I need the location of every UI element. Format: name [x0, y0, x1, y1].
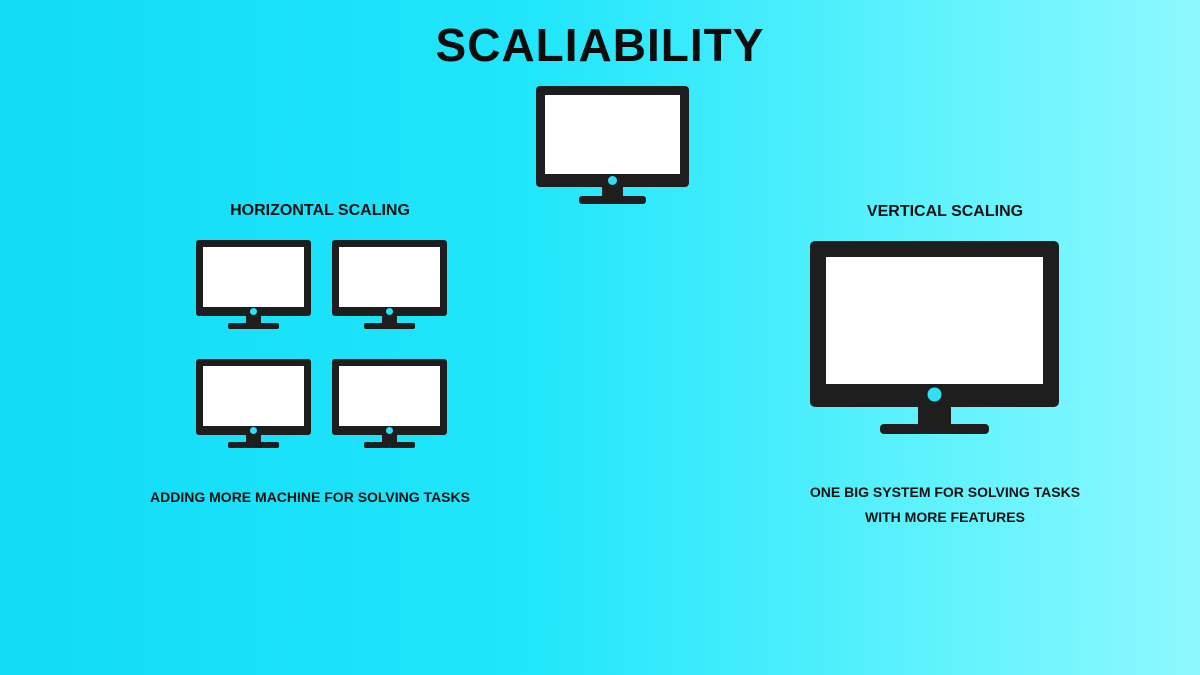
monitor-icon — [196, 240, 311, 329]
monitor-icon — [810, 241, 1059, 434]
page-title: SCALIABILITY — [435, 19, 765, 71]
vertical-scaling-caption-line-1: ONE BIG SYSTEM FOR SOLVING TASKS — [809, 484, 1081, 500]
monitor-icon — [332, 359, 447, 448]
vertical-scaling-caption-line-2: WITH MORE FEATURES — [865, 509, 1025, 525]
horizontal-scaling-heading: HORIZONTAL SCALING — [230, 202, 410, 219]
monitor-icon — [196, 359, 311, 448]
monitor-icon — [536, 86, 689, 204]
horizontal-scaling-caption: ADDING MORE MACHINE FOR SOLVING TASKS — [150, 489, 470, 505]
vertical-scaling-heading: VERTICAL SCALING — [866, 203, 1024, 220]
vertical-scaling-caption: ONE BIG SYSTEM FOR SOLVING TASKS WITH MO… — [770, 480, 1120, 530]
monitor-icon — [332, 240, 447, 329]
